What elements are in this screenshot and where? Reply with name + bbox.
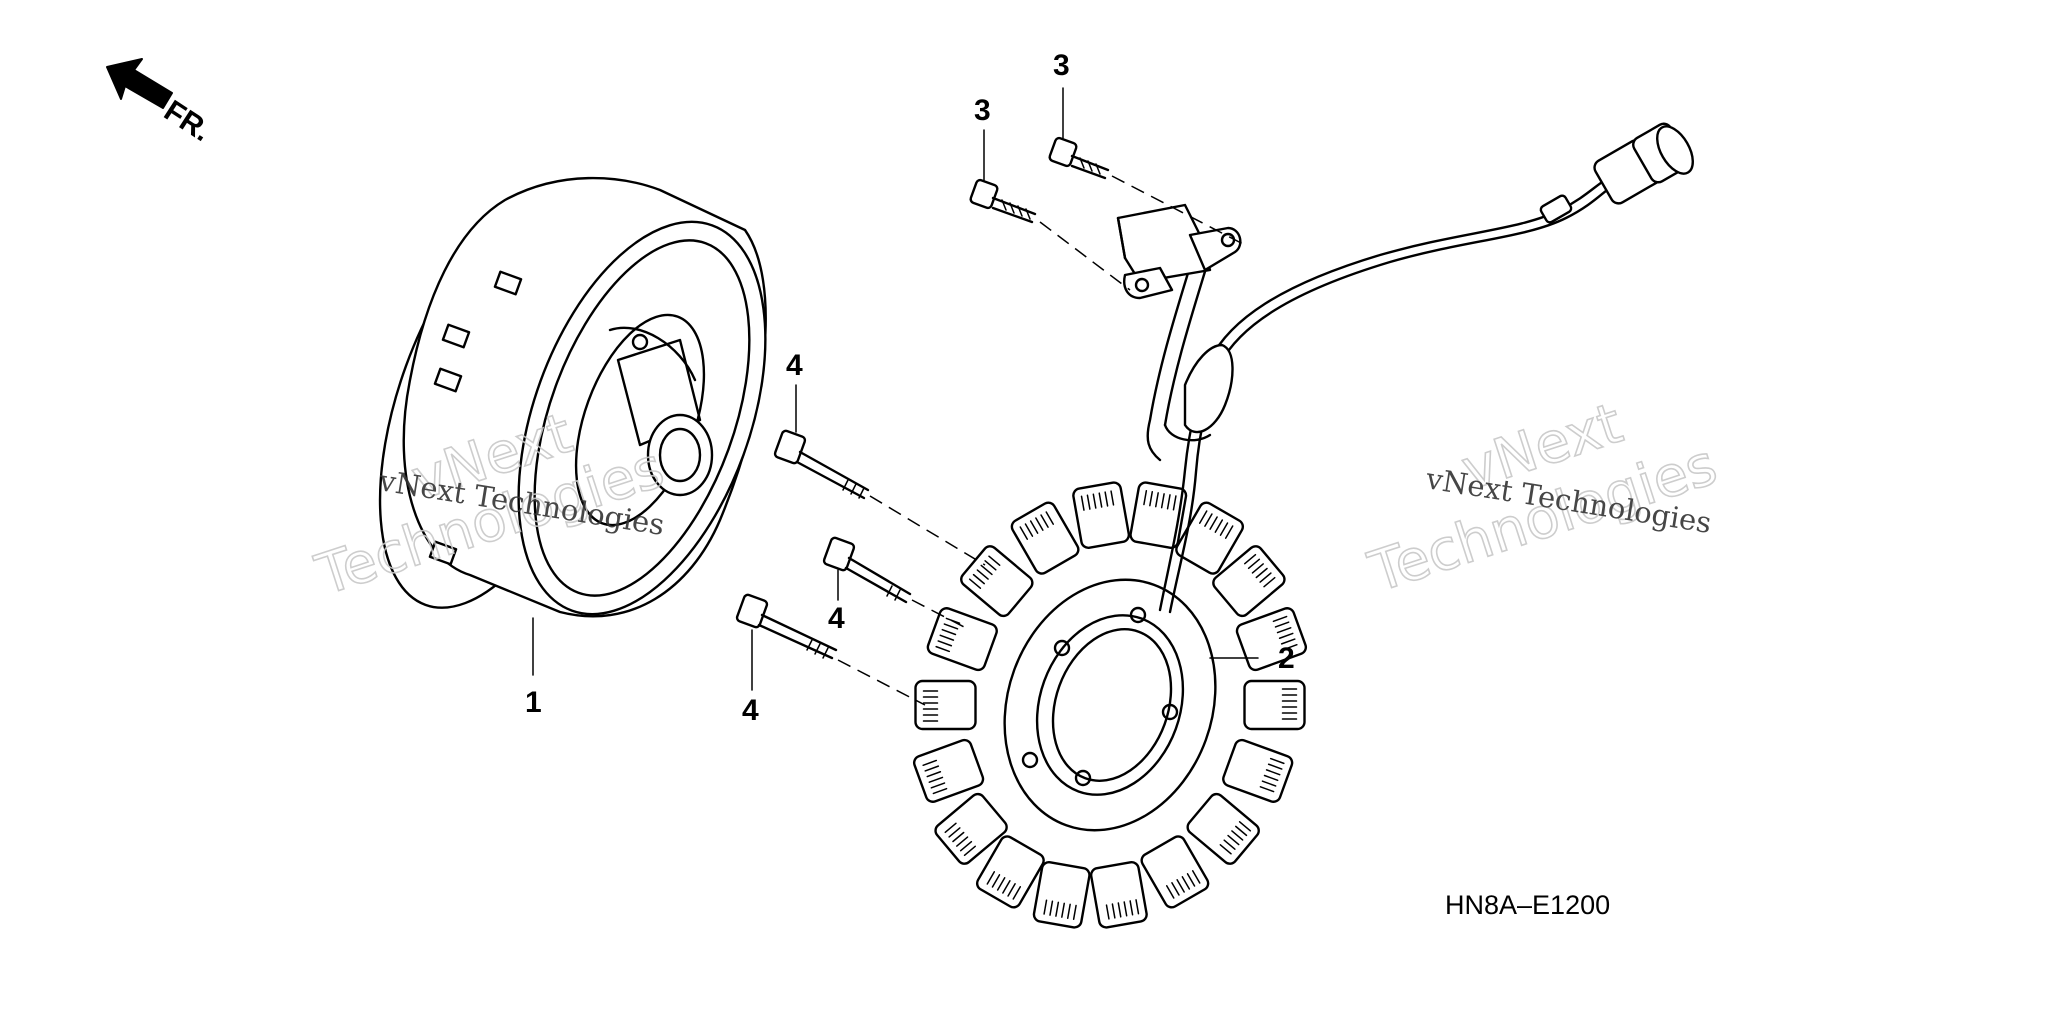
- stator-coil-tooth: [1243, 679, 1306, 731]
- callout-bolt-pulser-left: 3: [974, 94, 991, 127]
- bolt-stator-middle: [822, 536, 971, 631]
- stator-coil-tooth: [914, 679, 977, 731]
- diagram-code: HN8A–E1200: [1445, 890, 1610, 920]
- stator-coil-tooth: [926, 607, 998, 672]
- stator-coil-tooth: [960, 545, 1034, 618]
- callout-bolt-stator-bottom: 4: [742, 694, 759, 727]
- stator-coil-tooth: [934, 792, 1008, 865]
- stator-coil-tooth: [1089, 860, 1148, 929]
- stator-coil-tooth: [1072, 481, 1131, 550]
- stator-coil-tooth: [975, 835, 1045, 909]
- arrow-icon: [106, 58, 173, 109]
- pulser-generator-illustration: [1116, 203, 1242, 300]
- stator-coil-tooth: [1186, 792, 1260, 865]
- watermark-right: vNext Technologies vNext Technologies: [1360, 390, 1725, 606]
- stator-coil-tooth: [1010, 501, 1080, 575]
- callout-bolt-pulser-top: 3: [1053, 49, 1070, 82]
- flywheel-illustration: [378, 176, 767, 676]
- callout-bolt-stator-middle: 4: [828, 602, 845, 635]
- connector-plug: [1539, 122, 1694, 224]
- callout-flywheel: 1: [525, 686, 542, 719]
- stator-coil-tooth: [1140, 835, 1210, 909]
- stator-coil-tooth: [912, 738, 985, 803]
- stator-coil-tooth: [1222, 738, 1294, 803]
- callout-bolt-stator-top: 4: [786, 349, 803, 382]
- bolt-stator-bottom: [735, 593, 926, 706]
- stator-coil-tooth: [1212, 545, 1286, 618]
- stator-coil-tooth: [1032, 860, 1091, 929]
- bolt-stator-top: [773, 384, 986, 566]
- callout-stator: 2: [1278, 642, 1295, 675]
- wiring-harness-illustration: [1146, 122, 1694, 614]
- stator-illustration: [912, 481, 1308, 929]
- front-direction-arrow: FR.: [106, 58, 217, 148]
- stator-coil-tooth: [1129, 481, 1188, 550]
- stator-coil-tooth: [1235, 607, 1308, 672]
- bolt-pulser-left: [969, 129, 1131, 291]
- bolt-pulser-top: [1048, 87, 1246, 246]
